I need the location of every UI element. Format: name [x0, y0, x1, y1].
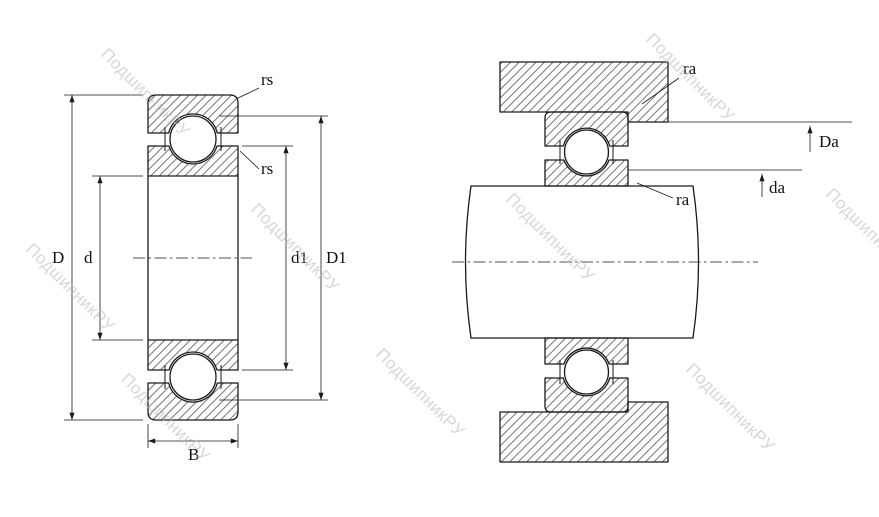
watermark-text: ПодшипникРУ	[822, 184, 879, 280]
dim-label-D1: D1	[326, 248, 347, 267]
watermark-text: ПодшипникРУ	[372, 344, 468, 440]
leader-line-rs-inner	[239, 150, 260, 170]
watermark-layer: ПодшипникРУ ПодшипникРУ ПодшипникРУ Подш…	[22, 29, 879, 465]
dim-label-da: da	[769, 178, 786, 197]
inner-ring-bottom-section	[147, 339, 239, 371]
dim-label-Da: Da	[819, 132, 839, 151]
mounted-outer-ring-bottom	[544, 377, 629, 413]
mounted-inner-ring-bottom	[544, 337, 629, 365]
ball-bottom	[169, 353, 217, 401]
callout-rs-outer: rs	[235, 70, 273, 100]
watermark-text: ПодшипникРУ	[97, 44, 193, 140]
dim-label-D: D	[52, 248, 64, 267]
cage-marks-bottom	[164, 365, 222, 389]
extension-lines-D	[64, 94, 143, 421]
label-rs-outer: rs	[261, 70, 273, 89]
mounted-cage-marks-top	[559, 140, 614, 164]
right-mounted-view: Da da ra ra	[452, 59, 852, 463]
cage-marks-top	[164, 127, 222, 151]
outer-ring-bottom-section	[147, 382, 239, 421]
dimension-Da: Da	[807, 126, 839, 152]
extension-lines-D1	[219, 115, 328, 401]
label-rs-inner: rs	[261, 159, 273, 178]
dimension-D: D	[52, 94, 143, 421]
ball-top	[169, 115, 217, 163]
dimension-d1: d1	[242, 145, 308, 371]
leader-line-ra-shaft	[636, 182, 674, 199]
dimension-d: d	[84, 175, 143, 341]
dim-label-d1: d1	[291, 248, 308, 267]
mounted-inner-ring-top	[544, 159, 629, 187]
callout-ra-housing: ra	[641, 59, 697, 105]
watermark-text: ПодшипникРУ	[682, 359, 778, 455]
mounted-cage-marks-bottom	[559, 360, 614, 384]
mounted-outer-ring-top	[544, 111, 629, 147]
leader-line-rs-outer	[235, 87, 260, 100]
extension-lines-B	[147, 424, 239, 448]
dim-label-d: d	[84, 248, 93, 267]
callout-rs-inner: rs	[239, 150, 273, 178]
bore-silhouette-lines	[147, 176, 239, 340]
mounted-ball-bottom	[563, 349, 610, 395]
dimension-da: da	[759, 174, 786, 197]
mounted-ball-top	[563, 129, 610, 175]
dimension-D1: D1	[219, 115, 347, 401]
dimension-B: B	[147, 424, 239, 464]
leader-line-ra-housing	[641, 77, 680, 105]
label-ra-shaft: ra	[676, 190, 690, 209]
left-section-view: D d d1 D1 B rs	[52, 70, 347, 464]
outer-ring-top-section	[147, 94, 239, 134]
label-ra-housing: ra	[683, 59, 697, 78]
dim-label-B: B	[188, 445, 199, 464]
callout-ra-shaft: ra	[636, 182, 690, 209]
watermark-text: ПодшипникРУ	[22, 239, 118, 335]
